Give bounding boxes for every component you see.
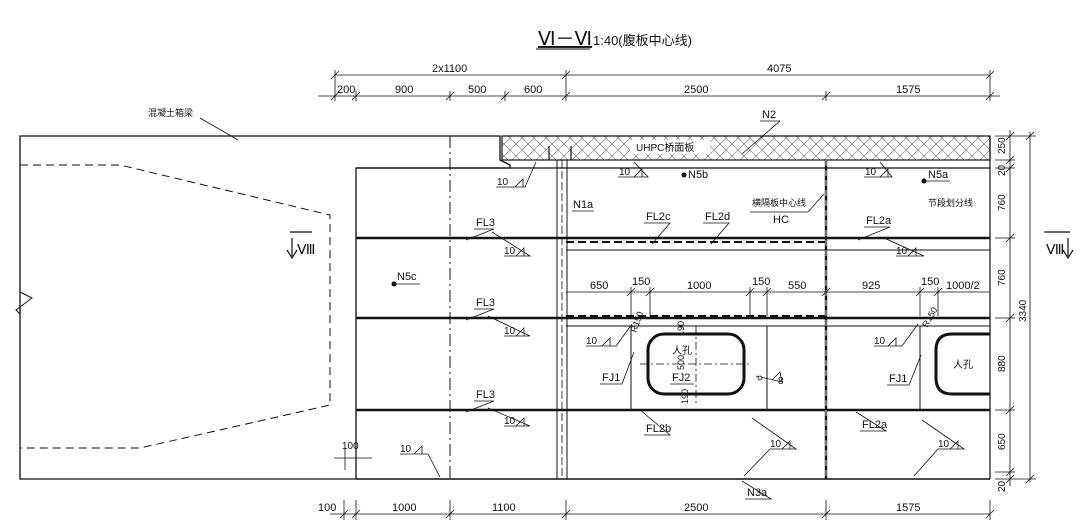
section-marker-right-label: Ⅷ	[1046, 243, 1064, 258]
weld-size-10: 10	[400, 444, 412, 455]
middle-dimensions	[566, 287, 990, 316]
right-dimension-texts: 250 20 760 760 880 650 20 3340	[997, 137, 1029, 492]
concrete-box-girder	[15, 117, 511, 480]
manhole-label-right: 人孔	[953, 359, 973, 371]
dim-small-100: 100	[342, 441, 359, 452]
section-marker-left-label: Ⅷ	[297, 243, 315, 258]
label-hc: HC	[773, 214, 789, 226]
label-fl2b: FL2b	[646, 423, 671, 435]
uhpc-deck-plate	[501, 135, 991, 161]
bottom-dimension-texts: 100 1000 1100 2500 1575 100	[318, 441, 920, 514]
dim-right-20-top: 20	[997, 164, 1008, 176]
dim-mid-150a: 150	[632, 276, 650, 288]
dim-mid-150b: 150	[752, 276, 770, 288]
label-fl3-2: FL3	[476, 297, 495, 309]
bottom-dimensions	[330, 448, 995, 520]
manhole-label-left: 人孔	[672, 345, 692, 357]
weld-size-11: 10	[770, 439, 782, 450]
dim-top-900: 900	[395, 84, 413, 96]
label-n2: N2	[762, 109, 776, 121]
dim-top-500: 500	[468, 84, 486, 96]
label-fj2: FJ2	[672, 372, 690, 384]
weld-size-6: 10	[504, 326, 516, 337]
label-n3a: N3a	[747, 487, 768, 499]
section-marker-right: Ⅷ	[1044, 231, 1074, 260]
weld-size-3: 10	[865, 167, 877, 178]
label-n5c: N5c	[397, 271, 417, 283]
dim-right-760a: 760	[997, 194, 1008, 211]
label-diaphragm-centerline: 横隔板中心线	[752, 197, 806, 208]
section-marker-left: Ⅷ	[286, 231, 315, 260]
label-n5a: N5a	[928, 169, 949, 181]
section-scale: 1:40(腹板中心线)	[593, 33, 692, 48]
label-n5b: N5b	[688, 169, 708, 181]
weld-size-8: 10	[874, 336, 886, 347]
dim-bottom-100: 100	[318, 502, 336, 514]
top-dimension-texts: 2x1100 4075 200 900 500 600 2500 1575	[337, 63, 920, 96]
section-title: Ⅵ－Ⅵ	[538, 29, 592, 50]
middle-dimension-texts: 650 150 1000 150 550 925 150 1000/2	[590, 276, 980, 292]
label-fl3-1: FL3	[476, 217, 495, 229]
dim-right-total: 3340	[1018, 299, 1029, 322]
dim-right-20-bottom: 20	[997, 480, 1008, 492]
weld-size-2: 10	[619, 167, 631, 178]
dim-right-250: 250	[997, 137, 1008, 154]
dim-mid-650: 650	[590, 280, 608, 292]
weld-size-texts: 10 10 10 10 10 10 10 10 10 10 10 10 8	[400, 167, 950, 455]
uhpc-deck-label: UHPC桥面板	[636, 141, 694, 154]
concrete-girder-label: 混凝土箱梁	[148, 107, 193, 118]
dim-top-1575: 1575	[896, 84, 920, 96]
weld-size-4: 10	[504, 246, 516, 257]
dim-right-760b: 760	[997, 269, 1008, 286]
dim-mid-550: 550	[788, 280, 806, 292]
top-dimensions	[318, 70, 1000, 101]
weld-symbols	[400, 161, 966, 478]
dim-top-600: 600	[524, 84, 542, 96]
manhole-right	[934, 332, 990, 396]
dim-mid-1000-2: 1000/2	[946, 280, 980, 292]
hole-dim-190-bottom: 190	[680, 389, 690, 404]
label-fl2a-top: FL2a	[866, 215, 892, 227]
label-fj1-left: FJ1	[602, 372, 620, 384]
weld-size-9: 10	[504, 416, 516, 427]
dim-right-650: 650	[997, 433, 1008, 450]
dim-mid-925: 925	[862, 280, 880, 292]
label-fl3-3: FL3	[476, 389, 495, 401]
dim-bottom-2500: 2500	[684, 502, 708, 514]
label-n1a: N1a	[573, 199, 594, 211]
label-segment-line: 节段划分线	[928, 197, 973, 208]
weld-size-12: 10	[938, 439, 950, 450]
hole-dim-500: 500	[676, 355, 686, 370]
right-dimensions	[995, 130, 1036, 486]
dim-bottom-1000: 1000	[392, 502, 416, 514]
dim-top-200: 200	[337, 84, 355, 96]
label-fl2d: FL2d	[705, 211, 730, 223]
dim-top-2500: 2500	[684, 84, 708, 96]
dim-bottom-1100: 1100	[492, 502, 516, 514]
component-labels: N1a N5b N5a N5c 横隔板中心线 HC 节段划分线 FL3 FL3 …	[391, 169, 973, 500]
dim-bottom-1575: 1575	[896, 502, 920, 514]
label-fl2c: FL2c	[646, 211, 671, 223]
hole-dim-190-top: 190	[676, 321, 686, 336]
dim-top-2x1100: 2x1100	[432, 63, 467, 75]
label-fl2a-bottom: FL2a	[862, 419, 888, 431]
weld-size-1: 10	[497, 177, 509, 188]
weld-size-7: 10	[586, 336, 598, 347]
dim-right-880: 880	[997, 355, 1008, 372]
steel-web-structure	[356, 136, 991, 480]
manhole-left	[640, 326, 752, 404]
dim-mid-1000: 1000	[687, 280, 711, 292]
weld-size-13: 8	[778, 376, 784, 387]
dim-top-4075: 4075	[767, 63, 791, 75]
label-fj1-right: FJ1	[889, 373, 907, 385]
weld-size-5: 10	[896, 246, 908, 257]
drawing-title: Ⅵ－Ⅵ 1:40(腹板中心线)	[536, 29, 692, 50]
dim-mid-150c: 150	[921, 276, 939, 288]
